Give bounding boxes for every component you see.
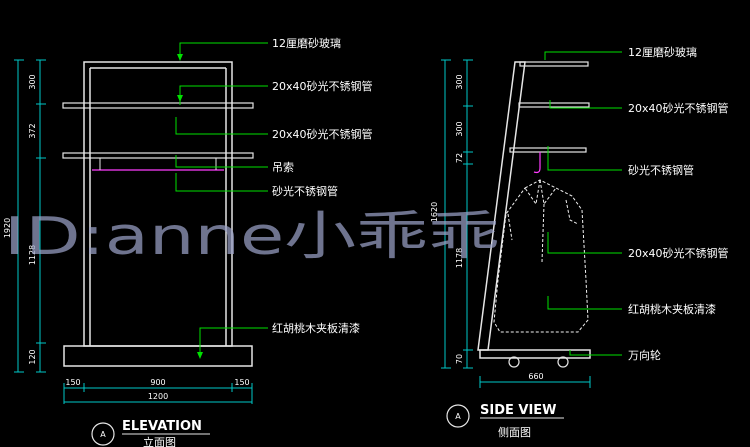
elevation-dim-150-right: 150 xyxy=(234,378,249,387)
elevation-dim-900: 900 xyxy=(150,378,165,387)
side-label-tube-1: 20x40砂光不锈钢管 xyxy=(628,101,729,115)
elevation-dim-150-left: 150 xyxy=(65,378,80,387)
side-label-glass: 12厘磨砂玻璃 xyxy=(628,45,697,59)
side-label-steel-tube: 砂光不锈钢管 xyxy=(628,163,694,177)
side-casters xyxy=(508,356,569,368)
elevation-height-dim-line xyxy=(14,59,46,373)
side-height-dim-line xyxy=(441,59,473,369)
elevation-dim-372: 372 xyxy=(28,123,37,138)
side-label-walnut: 红胡桃木夹板清漆 xyxy=(628,302,716,316)
side-hanger-hook xyxy=(533,152,541,174)
side-dim-1178: 1178 xyxy=(455,248,464,268)
side-dim-72: 72 xyxy=(455,153,464,163)
side-base xyxy=(479,349,591,359)
elevation-marker: A xyxy=(100,430,106,439)
elevation-dim-1128: 1128 xyxy=(28,245,37,265)
elevation-base xyxy=(63,345,253,367)
watermark-text: ID:anne小乖乖 xyxy=(4,207,500,267)
side-marker-circle xyxy=(446,404,470,428)
side-label-tube-2: 20x40砂光不锈钢管 xyxy=(628,246,729,260)
side-leader-lines xyxy=(544,51,622,356)
elevation-dim-300: 300 xyxy=(28,74,37,89)
side-dim-300-a: 300 xyxy=(455,74,464,89)
side-width-dim-line xyxy=(479,376,591,388)
side-subtitle: 侧面图 xyxy=(498,426,531,439)
side-dim-300-b: 300 xyxy=(455,121,464,136)
elevation-width-dim-lines xyxy=(63,383,253,404)
elevation-label-cable: 吊索 xyxy=(272,160,294,174)
elevation-subtitle: 立面图 xyxy=(143,435,176,447)
side-upright xyxy=(477,61,526,351)
side-garment-jacket xyxy=(493,179,589,333)
elevation-label-tube-2: 20x40砂光不锈钢管 xyxy=(272,127,373,141)
elevation-leader-lines xyxy=(175,42,268,356)
elevation-shelves xyxy=(62,102,254,159)
side-width: 660 xyxy=(528,372,543,381)
side-label-caster: 万向轮 xyxy=(628,348,661,362)
elevation-label-walnut: 红胡桃木夹板清漆 xyxy=(272,321,360,335)
side-title: SIDE VIEW xyxy=(480,403,557,418)
elevation-view: 1920 300 372 1128 120 xyxy=(3,36,373,447)
elevation-title: ELEVATION xyxy=(122,419,202,434)
elevation-rail-hangers xyxy=(99,158,217,170)
elevation-label-tube-1: 20x40砂光不锈钢管 xyxy=(272,79,373,93)
elevation-label-glass: 12厘磨砂玻璃 xyxy=(272,36,341,50)
side-marker: A xyxy=(455,412,461,421)
side-view: 1620 300 300 72 1178 70 xyxy=(430,45,729,439)
elevation-frame xyxy=(83,61,233,347)
elevation-label-steel-tube: 砂光不锈钢管 xyxy=(272,184,338,198)
elevation-marker-circle xyxy=(91,422,115,446)
elevation-overall-height: 1920 xyxy=(3,218,12,238)
elevation-overall-width: 1200 xyxy=(148,392,168,401)
side-dim-70: 70 xyxy=(455,354,464,364)
elevation-leader-arrows xyxy=(177,54,203,359)
side-overall-height: 1620 xyxy=(430,202,439,222)
elevation-dim-120: 120 xyxy=(28,349,37,364)
